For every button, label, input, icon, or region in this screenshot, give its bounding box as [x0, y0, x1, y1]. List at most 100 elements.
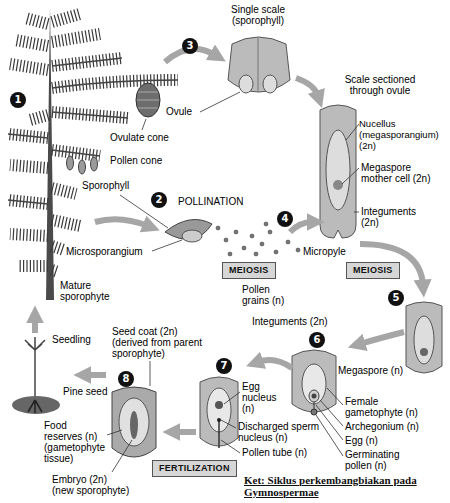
ovulate-cone	[136, 83, 160, 117]
pollen-grains	[274, 250, 278, 254]
callout-circle	[151, 192, 167, 208]
callout-circle	[277, 211, 293, 227]
pine-tree	[52, 220, 80, 226]
pine-tree	[18, 260, 48, 272]
part-label: Integuments (2n)	[361, 206, 431, 228]
pine-tree	[30, 115, 48, 120]
pine-tree	[10, 165, 48, 168]
pine-seed	[112, 387, 156, 457]
seedling	[34, 350, 36, 398]
megaspore-stage	[406, 302, 442, 373]
leader-lines	[221, 420, 236, 428]
part-label: Ovulate cone	[110, 132, 169, 143]
leader-lines	[152, 240, 182, 251]
megaspore-stage	[420, 348, 428, 356]
pine-tree	[8, 134, 48, 138]
callout-number: 6	[309, 332, 325, 348]
megaspore-stage	[414, 316, 434, 364]
gametophyte-stage	[314, 402, 315, 409]
pine-tree	[52, 150, 100, 156]
cycle-arrows	[86, 372, 106, 378]
pollen-grains	[224, 238, 228, 242]
sporophyll	[182, 230, 202, 242]
pollen-grains	[216, 222, 300, 256]
cycle-arrows	[95, 219, 148, 226]
pine-tree	[15, 40, 48, 46]
callout-number-text: 3	[182, 38, 198, 54]
part-label: Germinating pollen (n)	[345, 449, 415, 471]
ovule-section	[320, 105, 356, 238]
pine-tree	[52, 58, 122, 66]
callout-number: 1	[10, 92, 26, 108]
pine-tree	[52, 14, 80, 22]
part-label: Sporophyll	[82, 180, 129, 191]
figure-caption: Ket: Siklus perkembangbiakan pada Gymnos…	[244, 474, 448, 498]
callout-circle	[118, 371, 134, 387]
part-label: Discharged sperm nucleus (n)	[238, 421, 328, 443]
pine-tree	[8, 14, 178, 272]
seedling	[12, 337, 60, 414]
callout-number: 2	[151, 192, 167, 208]
leader-lines	[150, 361, 151, 386]
part-label: Embryo (2n) (new sporophyte)	[52, 474, 131, 496]
cycle-arrows	[35, 49, 423, 432]
seedling	[28, 400, 42, 413]
cycle-arrows	[175, 429, 196, 435]
part-label: Integuments (2n)	[252, 316, 328, 327]
cycle-arrows	[32, 318, 38, 333]
pine-tree	[52, 58, 122, 66]
leader-lines	[327, 388, 343, 405]
pollen-grains	[260, 242, 264, 246]
stage-box: FERTILIZATION	[152, 460, 237, 477]
pollen-cones	[91, 157, 98, 171]
leader-lines	[316, 415, 343, 456]
part-label: Scale sectioned through ovule	[330, 74, 430, 96]
pollen-grains	[268, 230, 272, 234]
callout-number: 4	[277, 211, 293, 227]
callout-number: 3	[182, 38, 198, 54]
callout-number-text: 8	[118, 371, 134, 387]
leader-lines	[354, 212, 359, 213]
pine-tree	[8, 200, 48, 204]
part-label: Microsporangium	[66, 246, 143, 257]
part-label: Mature sporophyte	[60, 280, 122, 302]
ovulate-cone	[137, 92, 159, 108]
single-scale	[239, 75, 253, 93]
pine-tree	[8, 6, 178, 300]
callout-circle	[309, 332, 325, 348]
cycle-arrows	[290, 222, 312, 232]
leader-lines	[224, 392, 240, 404]
pollen-grains	[234, 230, 238, 234]
gametophyte-stage	[309, 390, 319, 402]
part-label: Pollen grains (n)	[242, 284, 292, 306]
stage-box: MEIOSIS	[346, 262, 400, 279]
ovule-section	[320, 105, 356, 238]
pollen-cones	[67, 156, 98, 174]
gametophyte-stage	[292, 350, 336, 412]
ovule-section	[326, 130, 350, 210]
part-label: Megaspore mother cell (2n)	[361, 162, 433, 184]
part-label: Archegonium (n)	[345, 421, 419, 432]
ovule-section	[333, 180, 343, 190]
leader-lines	[342, 168, 359, 184]
fertilization-stage	[200, 377, 238, 448]
pollen-cones	[79, 160, 86, 174]
pine-tree	[52, 34, 100, 42]
megaspore-stage	[406, 302, 442, 373]
sporophyll	[165, 220, 212, 243]
part-label: Megaspore (n)	[338, 365, 403, 376]
leader-lines	[107, 430, 122, 435]
cycle-arrows	[258, 360, 292, 368]
gametophyte-stage	[312, 394, 317, 399]
pollen-grains	[228, 252, 232, 256]
pine-tree	[25, 18, 48, 24]
part-label: Single scale (sporophyll)	[223, 4, 293, 26]
ovulate-cone	[136, 83, 160, 117]
part-label: Pollen cone	[110, 155, 162, 166]
part-label: Ovule	[166, 106, 192, 117]
fertilization-stage	[215, 401, 223, 409]
single-scale	[228, 37, 290, 93]
pollen-grains	[250, 234, 254, 238]
pine-tree	[52, 112, 128, 118]
